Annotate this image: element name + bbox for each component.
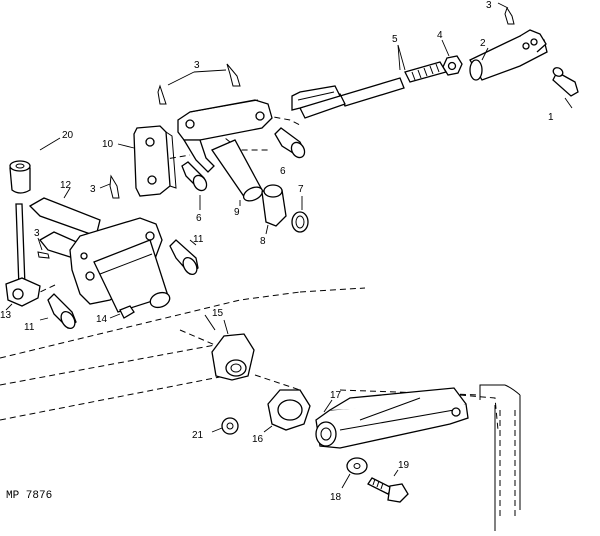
callout-6-left: 6 xyxy=(196,213,202,224)
callout-21: 21 xyxy=(192,430,204,441)
callout-19: 19 xyxy=(398,460,410,471)
part-13-handle-lever xyxy=(5,203,41,311)
callout-16: 16 xyxy=(252,434,264,445)
part-10-link-strap xyxy=(117,125,177,197)
part-8-bushing xyxy=(261,184,287,235)
callout-9: 9 xyxy=(234,207,240,218)
callout-7: 7 xyxy=(298,184,304,195)
callout-2: 2 xyxy=(480,38,486,49)
callout-8: 8 xyxy=(260,236,266,247)
callout-1: 1 xyxy=(548,112,554,123)
part-12-lower-bracket xyxy=(28,187,171,313)
callout-labels: 1 2 3 3 3 3 4 5 6 6 7 8 9 10 11 11 12 13… xyxy=(0,0,554,503)
part-6-pins xyxy=(181,127,306,210)
part-17-lift-arm xyxy=(315,387,469,449)
callout-20: 20 xyxy=(62,130,74,141)
callout-12: 12 xyxy=(60,180,72,191)
part-4-jam-nut xyxy=(441,39,463,76)
part-14-key xyxy=(109,305,135,319)
figure-code: MP 7876 xyxy=(6,490,52,502)
callout-3-strap: 3 xyxy=(90,184,96,195)
callout-11-left: 11 xyxy=(24,322,35,333)
part-5-link-rod xyxy=(291,44,447,119)
part-7-retaining-ring xyxy=(291,196,309,233)
callout-3-upper: 3 xyxy=(194,60,200,71)
callout-3-lower: 3 xyxy=(34,228,40,239)
callout-11-right: 11 xyxy=(193,234,204,245)
part-11-pins xyxy=(39,239,199,330)
frame-outline xyxy=(0,109,521,531)
part-1-clevis-pin xyxy=(552,67,579,109)
callout-17: 17 xyxy=(330,390,342,401)
callout-3-top: 3 xyxy=(486,0,492,11)
callout-13: 13 xyxy=(0,310,12,321)
callout-10: 10 xyxy=(102,139,114,150)
part-20-spacer xyxy=(9,137,61,194)
part-19-cap-screw xyxy=(367,469,409,503)
part-21-lock-washer xyxy=(211,417,239,435)
part-15-bushing xyxy=(211,319,255,381)
part-2-yoke xyxy=(469,29,548,81)
callout-5: 5 xyxy=(392,34,398,45)
callout-18: 18 xyxy=(330,492,342,503)
callout-4: 4 xyxy=(437,30,443,41)
part-16-bushing xyxy=(263,389,311,433)
upper-bracket-assembly xyxy=(177,99,273,206)
callout-15: 15 xyxy=(212,308,224,319)
callout-6-right: 6 xyxy=(280,166,286,177)
callout-14: 14 xyxy=(96,314,108,325)
part-18-washer xyxy=(341,457,368,489)
part-3-spring-pins xyxy=(37,2,515,259)
